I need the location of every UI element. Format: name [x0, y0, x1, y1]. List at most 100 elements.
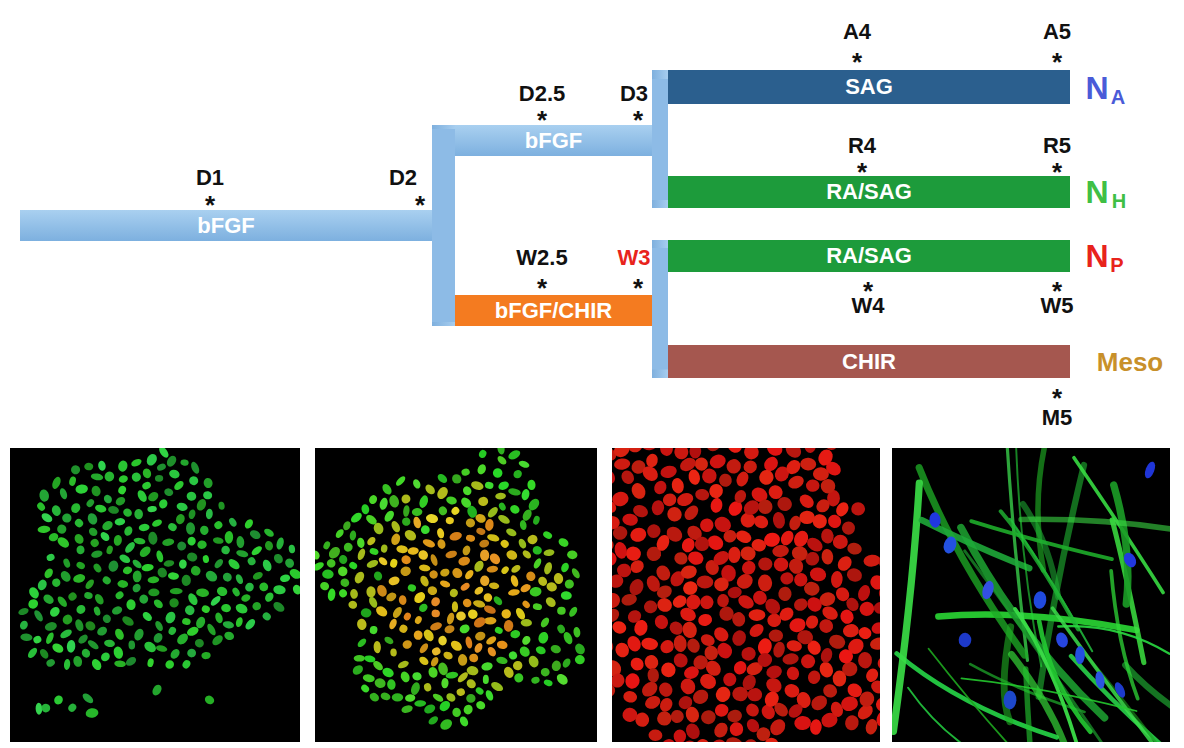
cell-nucleus [235, 616, 244, 628]
population-label: Meso [1097, 349, 1163, 375]
cell-nucleus [183, 604, 196, 617]
cell-nucleus [145, 452, 159, 467]
cell-nucleus [466, 608, 479, 621]
cell-nucleus [141, 610, 154, 623]
cell-nucleus [407, 583, 417, 592]
cell-nucleus [342, 541, 354, 553]
cell-nucleus [429, 596, 441, 608]
cell-nucleus [687, 468, 701, 485]
cell-nucleus [107, 559, 120, 573]
cell-nucleus [272, 552, 285, 565]
cell-nucleus [436, 538, 446, 549]
cell-nucleus [123, 540, 137, 554]
cell-nucleus [697, 671, 719, 692]
sample-asterisk: * [415, 192, 425, 218]
cell-nucleus [518, 644, 532, 658]
cell-nucleus [412, 671, 423, 681]
cell-nucleus [725, 448, 745, 456]
cell-nucleus [550, 644, 562, 655]
cell-nucleus [1143, 460, 1157, 480]
cell-nucleus [628, 655, 646, 673]
cell-nucleus [445, 549, 458, 559]
micrograph-cells [315, 448, 587, 732]
cell-nucleus [138, 594, 149, 605]
cell-nucleus [474, 686, 485, 696]
cell-nucleus [261, 611, 272, 622]
cell-nucleus [50, 504, 62, 517]
cell-nucleus [612, 539, 614, 552]
cell-nucleus [653, 613, 670, 630]
cell-nucleus [412, 590, 427, 605]
cell-nucleus [130, 471, 142, 483]
cell-nucleus [509, 503, 521, 515]
cell-nucleus [96, 625, 109, 637]
cell-nucleus [246, 556, 257, 567]
cell-nucleus [651, 499, 665, 516]
cell-nucleus [557, 607, 566, 615]
cell-nucleus [155, 644, 168, 653]
cell-nucleus [553, 572, 564, 584]
cell-nucleus [431, 692, 444, 703]
cell-nucleus [641, 448, 659, 452]
cell-nucleus [458, 654, 468, 666]
cell-nucleus [1054, 631, 1070, 649]
treatment-label: RA/SAG [826, 245, 912, 267]
branch-connector [432, 141, 455, 226]
cell-nucleus [708, 482, 725, 499]
muscle-fiber [893, 483, 919, 731]
cell-nucleus [445, 495, 457, 505]
cell-nucleus [152, 631, 164, 644]
cell-nucleus [375, 583, 388, 598]
cell-nucleus [758, 469, 775, 486]
cell-nucleus [397, 659, 410, 669]
cell-nucleus [492, 595, 504, 607]
cell-nucleus [389, 558, 398, 569]
cell-nucleus [612, 619, 628, 635]
cell-nucleus [90, 549, 103, 558]
timepoint-label: R5 [1043, 135, 1071, 157]
cell-nucleus [364, 513, 378, 526]
population-subscript: P [1110, 255, 1123, 275]
cell-nucleus [713, 576, 730, 593]
cell-nucleus [730, 628, 748, 647]
cell-nucleus [151, 518, 163, 528]
cell-nucleus [473, 642, 484, 655]
cell-nucleus [76, 545, 85, 554]
cell-nucleus [338, 588, 349, 599]
cell-nucleus [40, 511, 54, 524]
cell-nucleus [398, 595, 407, 606]
cell-nucleus [147, 658, 155, 668]
cell-nucleus [427, 666, 439, 679]
cell-nucleus [172, 479, 185, 492]
cell-nucleus [808, 566, 827, 583]
cell-nucleus [461, 485, 473, 497]
cell-nucleus [474, 630, 487, 642]
cell-nucleus [223, 630, 235, 641]
cell-nucleus [561, 591, 572, 600]
cell-nucleus [240, 593, 251, 603]
cell-nucleus [394, 475, 407, 488]
cell-nucleus [429, 621, 443, 632]
cell-nucleus [449, 639, 464, 653]
cell-nucleus [118, 474, 129, 483]
cell-nucleus [1121, 551, 1138, 570]
cell-nucleus [369, 547, 380, 556]
cell-nucleus [167, 626, 177, 637]
cell-nucleus [168, 468, 181, 480]
cell-nucleus [762, 735, 781, 742]
cell-nucleus [315, 561, 325, 573]
cell-nucleus [498, 502, 507, 512]
cell-nucleus [399, 670, 411, 684]
cell-nucleus [645, 452, 660, 469]
timepoint-label: D1 [196, 167, 224, 189]
cell-nucleus [654, 533, 671, 553]
cell-nucleus [388, 618, 398, 631]
cell-nucleus [401, 516, 412, 527]
cell-nucleus [530, 676, 540, 685]
cell-nucleus [514, 673, 523, 683]
cell-nucleus [86, 512, 99, 526]
cell-nucleus [356, 547, 367, 561]
cell-nucleus [492, 468, 503, 478]
treatment-label: RA/SAG [826, 181, 912, 203]
cell-nucleus [87, 526, 99, 538]
